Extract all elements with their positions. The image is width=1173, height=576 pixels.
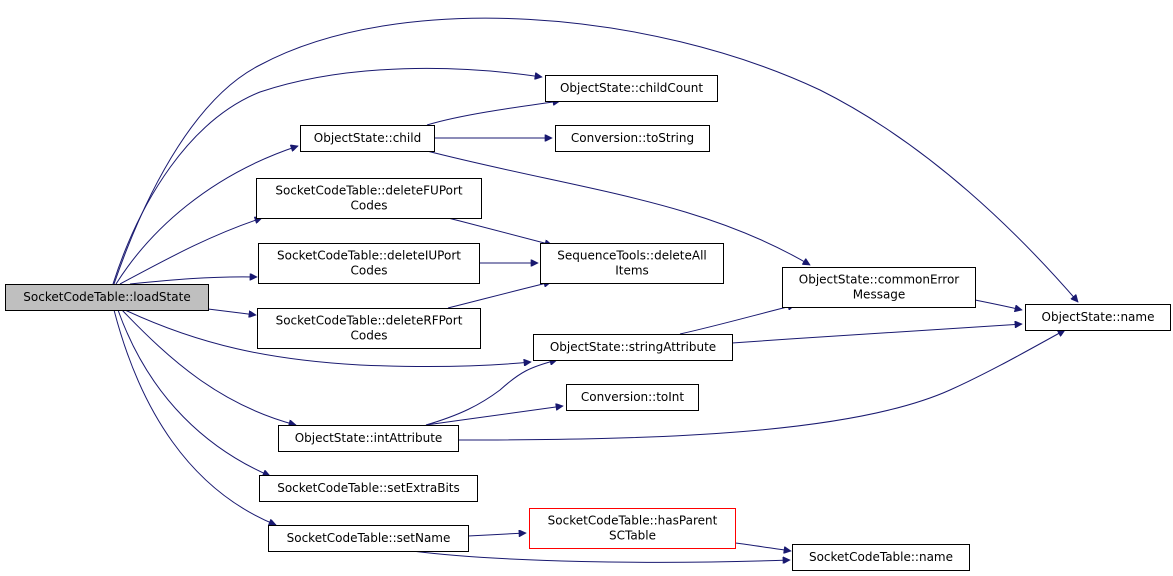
node-child-count[interactable]: ObjectState::childCount xyxy=(545,75,718,102)
node-string-attr[interactable]: ObjectState::stringAttribute xyxy=(533,334,733,361)
node-os-name[interactable]: ObjectState::name xyxy=(1025,304,1171,331)
edge-string-attr-to-common-error xyxy=(679,305,795,335)
node-to-string[interactable]: Conversion::toString xyxy=(555,125,710,152)
node-to-string-box xyxy=(555,125,710,152)
node-to-int[interactable]: Conversion::toInt xyxy=(566,384,699,411)
node-string-attr-box xyxy=(533,334,733,361)
node-delete-iu-label-1: SocketCodeTable::deleteIUPort xyxy=(277,249,461,263)
node-set-extra[interactable]: SocketCodeTable::setExtraBits xyxy=(259,475,478,502)
node-to-int-box xyxy=(566,384,699,411)
edge-string-attr-to-os-name xyxy=(731,324,1022,344)
node-set-name[interactable]: SocketCodeTable::setName xyxy=(268,525,469,552)
node-child-box xyxy=(300,125,435,152)
node-os-name-box xyxy=(1025,304,1171,331)
node-set-name-box xyxy=(268,525,469,552)
node-has-parent-label-1: SocketCodeTable::hasParent xyxy=(548,514,718,528)
node-child-count-box xyxy=(545,75,718,102)
edge-int-attr-to-os-name xyxy=(457,329,1065,441)
node-delete-all-label-2: Items xyxy=(615,264,649,278)
node-sct-name-label-1: SocketCodeTable::name xyxy=(809,550,953,564)
edge-set-name-to-has-parent xyxy=(467,533,526,536)
node-int-attr-box xyxy=(278,425,459,452)
node-string-attr-label-1: ObjectState::stringAttribute xyxy=(550,340,716,354)
node-set-extra-label-1: SocketCodeTable::setExtraBits xyxy=(277,481,460,495)
edge-set-name-to-sct-name xyxy=(411,550,790,562)
edge-load-state-to-set-extra xyxy=(117,309,270,476)
node-os-name-label-1: ObjectState::name xyxy=(1042,310,1155,324)
node-set-name-label-1: SocketCodeTable::setName xyxy=(287,531,451,545)
edge-int-attr-to-string-attr xyxy=(425,360,557,426)
edge-child-to-child-count xyxy=(426,101,560,126)
node-common-error-label-2: Message xyxy=(853,288,906,302)
nodes-layer: SocketCodeTable::loadState ObjectState::c… xyxy=(5,75,1171,571)
edge-load-state-to-delete-rf xyxy=(207,308,256,315)
edge-child-to-common-error xyxy=(426,150,810,266)
node-child-count-label-1: ObjectState::childCount xyxy=(560,81,703,95)
node-child[interactable]: ObjectState::child xyxy=(300,125,435,152)
edge-delete-fu-to-delete-all xyxy=(447,217,552,245)
node-delete-fu-label-1: SocketCodeTable::deleteFUPort xyxy=(275,184,463,198)
edge-load-state-to-int-attr xyxy=(121,309,296,425)
node-delete-fu-label-2: Codes xyxy=(351,199,388,213)
node-delete-rf-label-1: SocketCodeTable::deleteRFPort xyxy=(276,314,463,328)
node-common-error-box xyxy=(782,267,976,308)
node-delete-iu-label-2: Codes xyxy=(351,264,388,278)
node-sct-name-box xyxy=(792,544,970,571)
node-load-state: SocketCodeTable::loadState xyxy=(5,284,209,311)
edge-common-error-to-os-name xyxy=(974,299,1022,310)
node-delete-rf-label-2: Codes xyxy=(351,329,388,343)
node-int-attr-label-1: ObjectState::intAttribute xyxy=(295,431,443,445)
node-common-error-label-1: ObjectState::commonError xyxy=(799,273,960,287)
node-has-parent-box xyxy=(529,508,736,549)
node-has-parent-label-2: SCTable xyxy=(609,529,656,543)
node-delete-fu-box xyxy=(256,178,482,219)
edge-load-state-to-string-attr xyxy=(124,309,531,367)
edge-int-attr-to-to-int xyxy=(425,406,563,426)
node-delete-iu-box xyxy=(258,243,480,284)
edge-load-state-to-delete-iu xyxy=(129,277,257,285)
edges-layer xyxy=(112,17,1078,562)
node-child-label-1: ObjectState::child xyxy=(314,131,421,145)
node-delete-rf-box xyxy=(257,308,481,349)
node-to-int-label-1: Conversion::toInt xyxy=(581,390,685,404)
edge-load-state-to-set-name xyxy=(113,309,276,525)
edge-load-state-to-os-name xyxy=(113,17,1078,302)
node-to-string-label-1: Conversion::toString xyxy=(571,131,694,145)
node-delete-all-label-1: SequenceTools::deleteAll xyxy=(557,249,707,263)
edge-load-state-to-child-count xyxy=(112,67,542,285)
node-delete-all-box xyxy=(540,243,724,284)
edge-delete-rf-to-delete-all xyxy=(447,282,551,309)
node-sct-name[interactable]: SocketCodeTable::name xyxy=(792,544,970,571)
node-load-state-label-1: SocketCodeTable::loadState xyxy=(23,290,190,304)
node-set-extra-box xyxy=(259,475,478,502)
node-int-attr[interactable]: ObjectState::intAttribute xyxy=(278,425,459,452)
edge-load-state-to-delete-fu xyxy=(119,218,262,285)
edge-has-parent-to-sct-name xyxy=(734,542,791,551)
node-load-state-box xyxy=(5,284,209,311)
edge-load-state-to-child xyxy=(115,146,298,285)
